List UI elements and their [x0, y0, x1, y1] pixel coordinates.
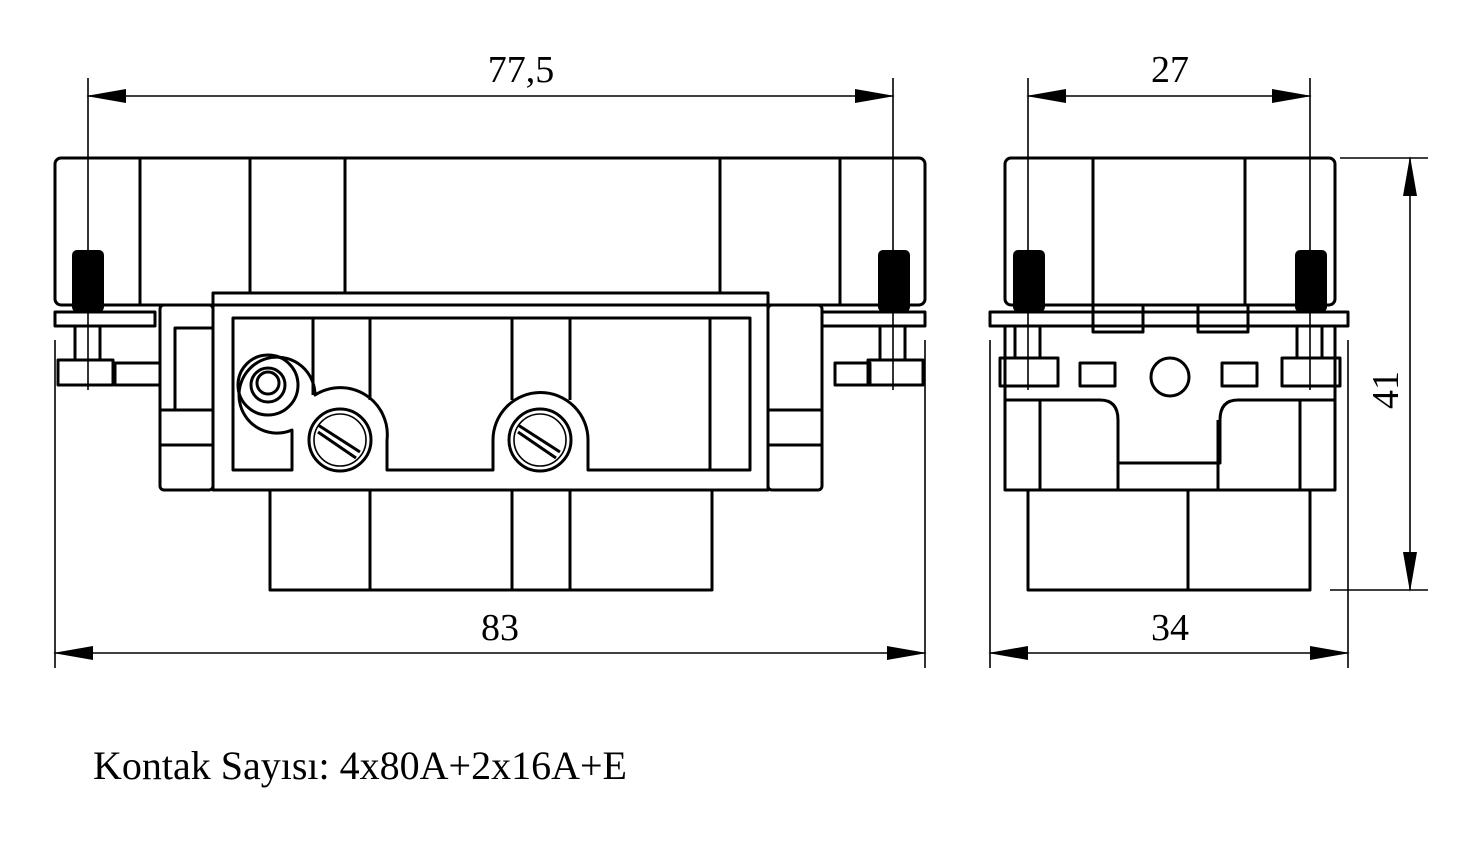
slotted-screw-icon [307, 407, 373, 473]
center-hole-icon [1149, 356, 1191, 398]
dimension-depth-inner: 27 [1151, 49, 1189, 91]
side-view: 27 34 41 [988, 49, 1428, 668]
front-view: 77,5 83 [53, 49, 927, 668]
dimension-width-overall: 83 [481, 607, 519, 649]
dimension-depth-overall: 34 [1151, 607, 1189, 649]
dimension-width-inner: 77,5 [488, 49, 555, 91]
dimension-height: 41 [1365, 371, 1407, 409]
threaded-screw-icon [878, 250, 910, 312]
contact-count-caption: Kontak Sayısı: 4x80A+2x16A+E [93, 743, 627, 788]
threaded-screw-icon [1295, 250, 1327, 312]
threaded-screw-icon [1013, 250, 1045, 312]
pe-contact-icon [236, 353, 300, 417]
slotted-screw-icon [507, 407, 573, 473]
